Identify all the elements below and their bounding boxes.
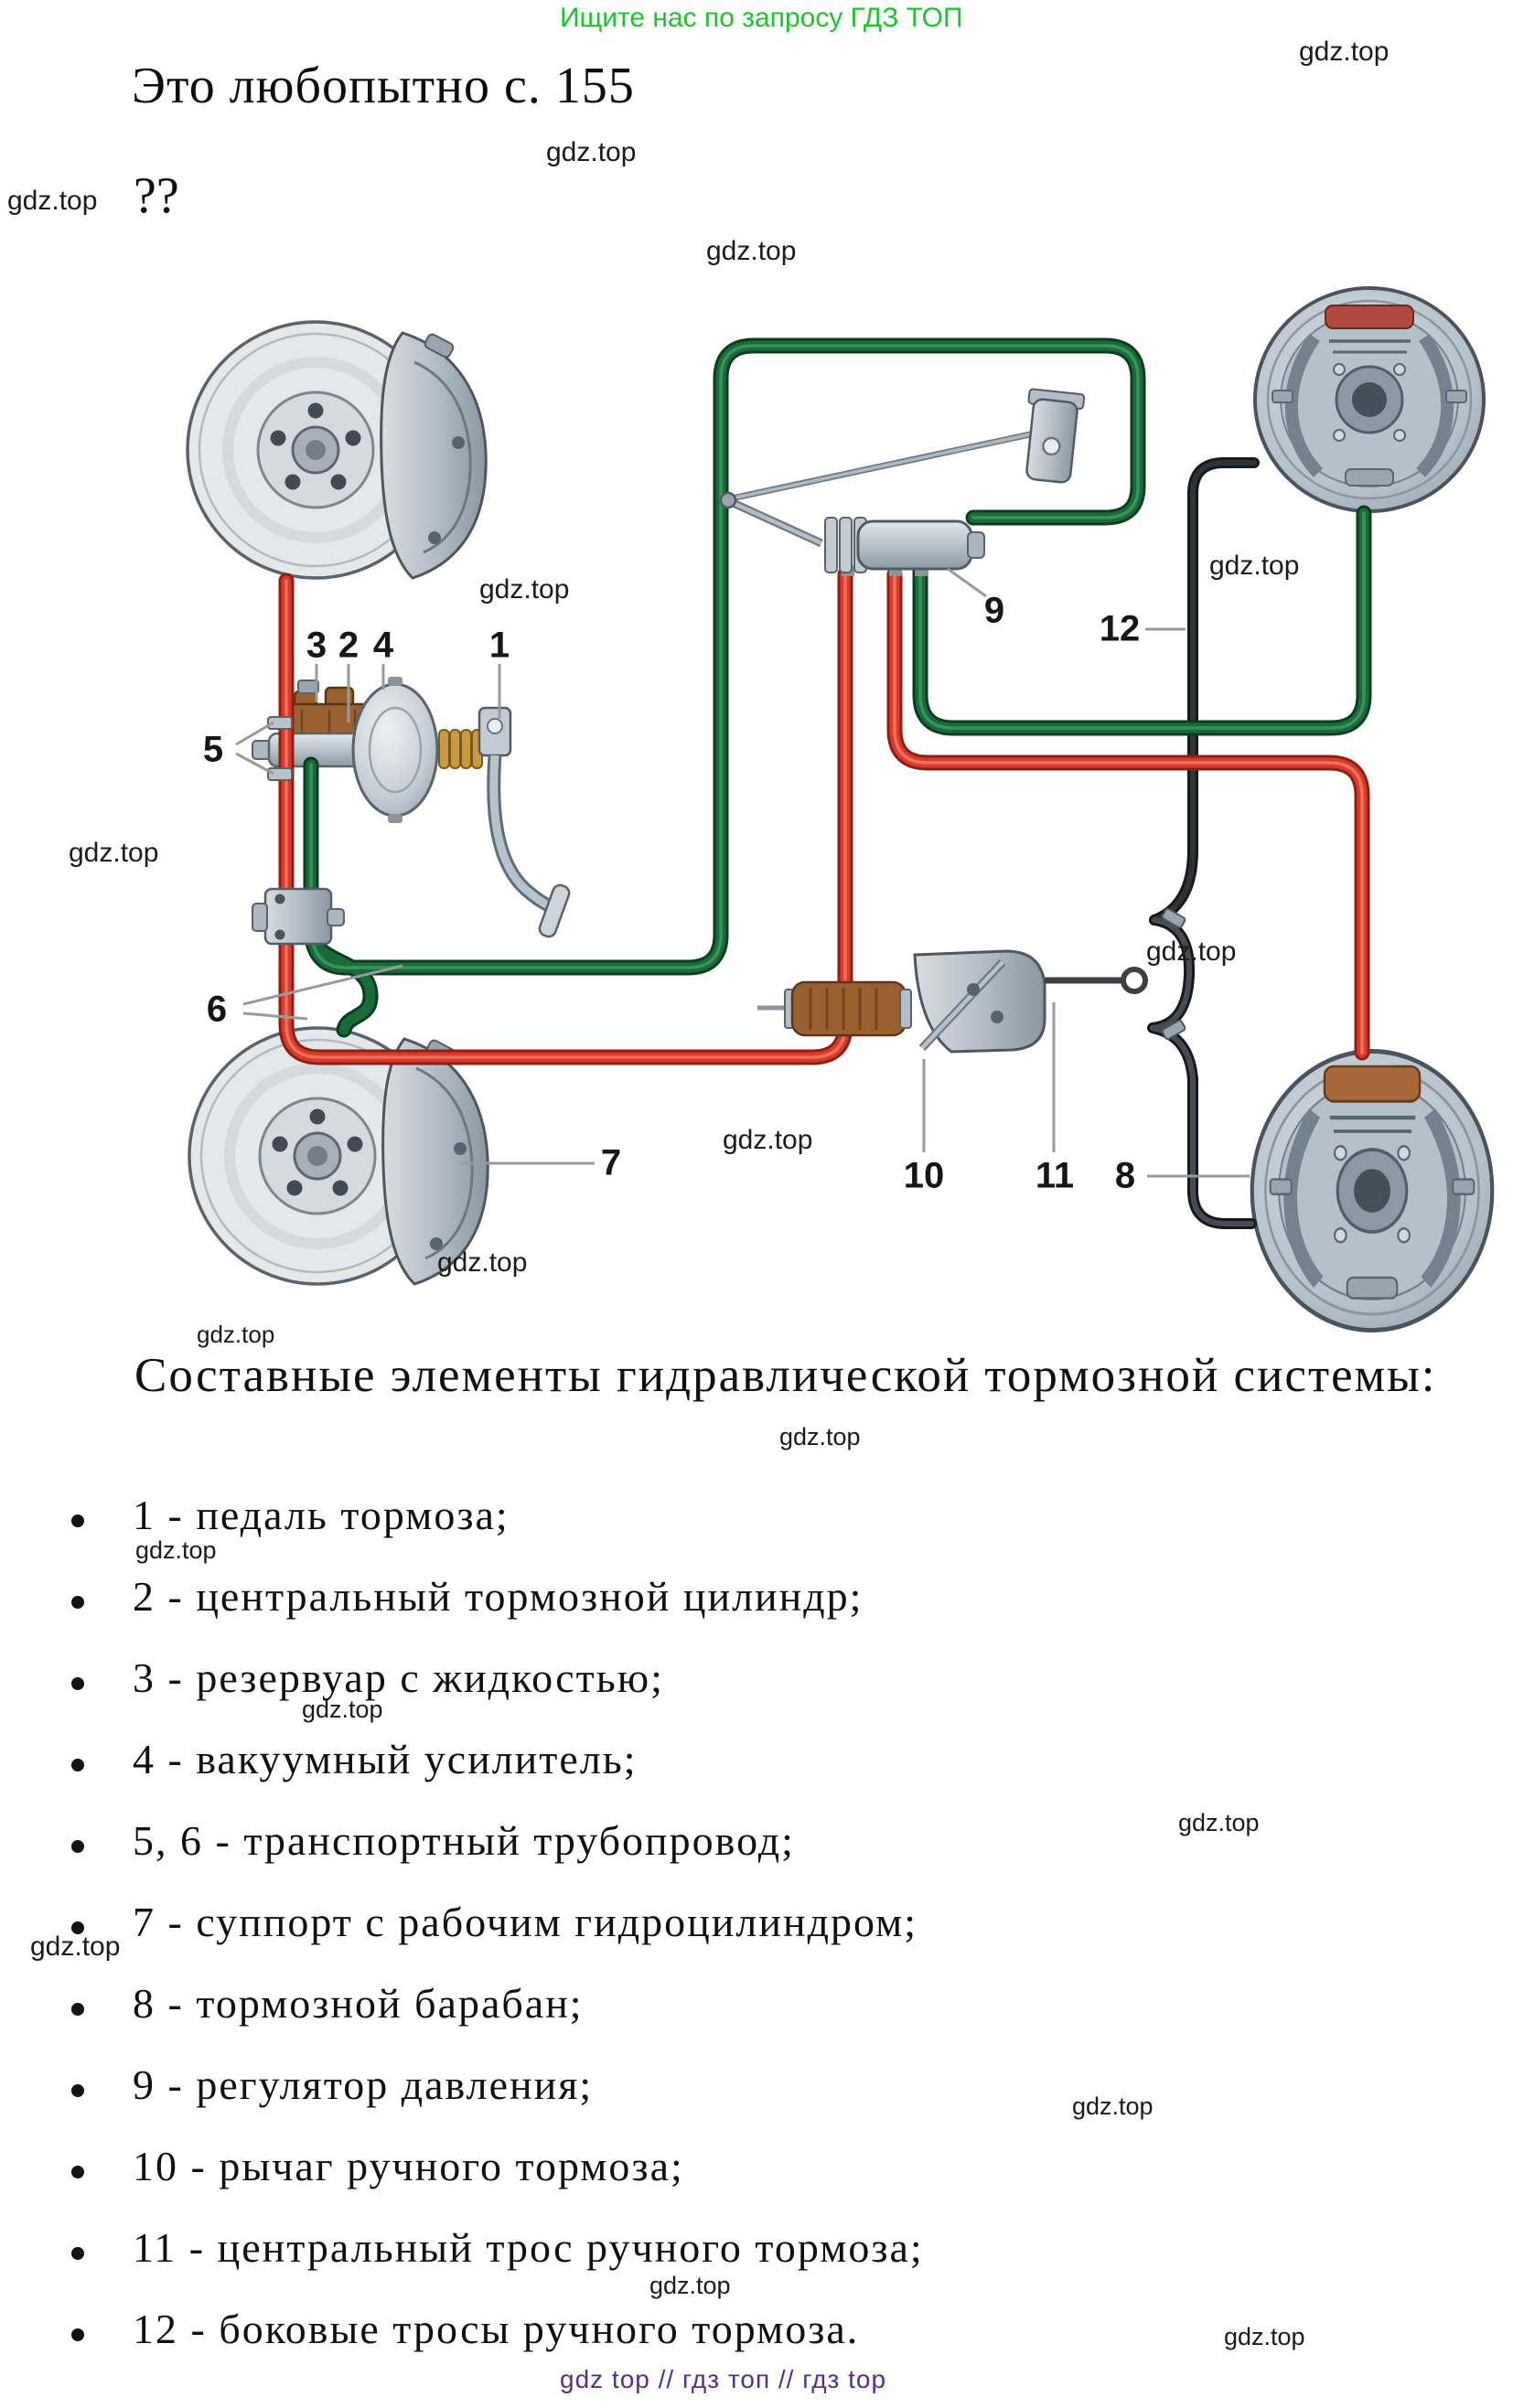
pushrod-boot	[438, 729, 483, 769]
watermark: gdz.top	[30, 1932, 121, 1962]
diagram-label-1: 1	[488, 625, 510, 666]
watermark: gdz.top	[1209, 551, 1300, 581]
list-item: 5, 6 - транспортный трубопровод;	[71, 1817, 795, 1864]
watermark: gdz.top	[723, 1125, 813, 1155]
list-item: 10 - рычаг ручного тормоза;	[71, 2143, 684, 2189]
rear-circuit-pipes	[299, 337, 1372, 1038]
rear-left-drum-brake	[1255, 288, 1484, 511]
watermark: gdz.top	[1299, 37, 1390, 67]
list-item: 12 - боковые тросы ручного тормоза.	[70, 2306, 860, 2352]
watermark: gdz.top	[779, 1423, 861, 1450]
diagram-label-2: 2	[338, 625, 359, 666]
regulator-bracket	[1025, 388, 1086, 484]
pipe-fitting	[267, 767, 293, 781]
handbrake-cables	[1147, 457, 1260, 1229]
diagram-label-11: 11	[1035, 1155, 1075, 1196]
watermark: gdz.top	[1224, 2323, 1305, 2350]
diagram-label-12: 12	[1099, 608, 1141, 649]
diagram-label-9: 9	[983, 590, 1005, 631]
diagram-label-8: 8	[1114, 1155, 1136, 1196]
front-right-disc-brake	[189, 1028, 488, 1284]
promo-banner: Ищите нас по запросу ГДЗ ТОП	[560, 3, 963, 33]
master-cylinder-assembly	[252, 677, 571, 938]
cable-clamp	[1161, 1019, 1186, 1041]
watermark: gdz.top	[302, 1696, 383, 1723]
diagram-label-6: 6	[206, 989, 228, 1030]
brake-pedal	[478, 706, 571, 938]
regulator-body	[856, 519, 973, 571]
list-item: 11 - центральный трос ручного тормоза;	[71, 2224, 924, 2271]
list-item: 2 - центральный тормозной цилиндр;	[70, 1573, 864, 1620]
watermark: gdz.top	[69, 838, 159, 868]
list-item: 4 - вакуумный усилитель;	[71, 1736, 638, 1782]
list-item: 1 - педаль тормоза;	[71, 1492, 510, 1538]
section-heading: Составные элементы гидравлической тормоз…	[134, 1349, 1437, 1402]
list-item: 3 - резервуар с жидкостью;	[71, 1654, 664, 1701]
watermark: gdz.top	[7, 186, 98, 216]
watermark: gdz.top	[649, 2272, 731, 2299]
diagram-label-3: 3	[306, 625, 327, 666]
list-item: 7 - суппорт с рабочим гидроцилиндром;	[71, 1899, 917, 1945]
pedal-pad	[538, 883, 571, 938]
diagram-label-10: 10	[903, 1155, 945, 1196]
watermark: gdz.top	[1178, 1809, 1260, 1836]
drum-top-cylinder	[1323, 1065, 1422, 1103]
page-title: Это любопытно с. 155	[132, 58, 635, 114]
pipe-fitting	[267, 716, 293, 730]
vacuum-booster	[351, 682, 439, 818]
watermark: gdz.top	[479, 574, 570, 605]
front-left-disc-brake	[188, 322, 486, 578]
watermark: gdz.top	[437, 1247, 528, 1278]
watermark: gdz.top	[1072, 2092, 1154, 2120]
watermark: gdz.top	[546, 137, 637, 167]
pipe-tee-junction	[252, 887, 345, 946]
diagram-label-5: 5	[202, 729, 224, 770]
reservoir-cap	[297, 680, 319, 694]
diagram-label-7: 7	[600, 1142, 622, 1183]
watermark: gdz.top	[1146, 936, 1237, 967]
handbrake-lever-assembly	[757, 907, 1186, 1054]
watermark: gdz.top	[135, 1536, 217, 1564]
cable-clamp	[1161, 907, 1186, 929]
watermark: gdz.top	[197, 1321, 275, 1348]
front-circuit-pipes	[278, 566, 1370, 1065]
footer-watermark: gdz top // гдз топ // гдз top	[560, 2365, 887, 2393]
pressure-regulator-assembly	[719, 388, 1086, 576]
list-item: 9 - регулятор давления;	[70, 2061, 594, 2108]
leader-lines	[235, 567, 1250, 1178]
question-marks: ??	[134, 167, 179, 224]
watermark: gdz.top	[706, 236, 797, 266]
diagram-label-4: 4	[372, 625, 394, 666]
list-item: 8 - тормозной барабан;	[71, 1980, 584, 2027]
